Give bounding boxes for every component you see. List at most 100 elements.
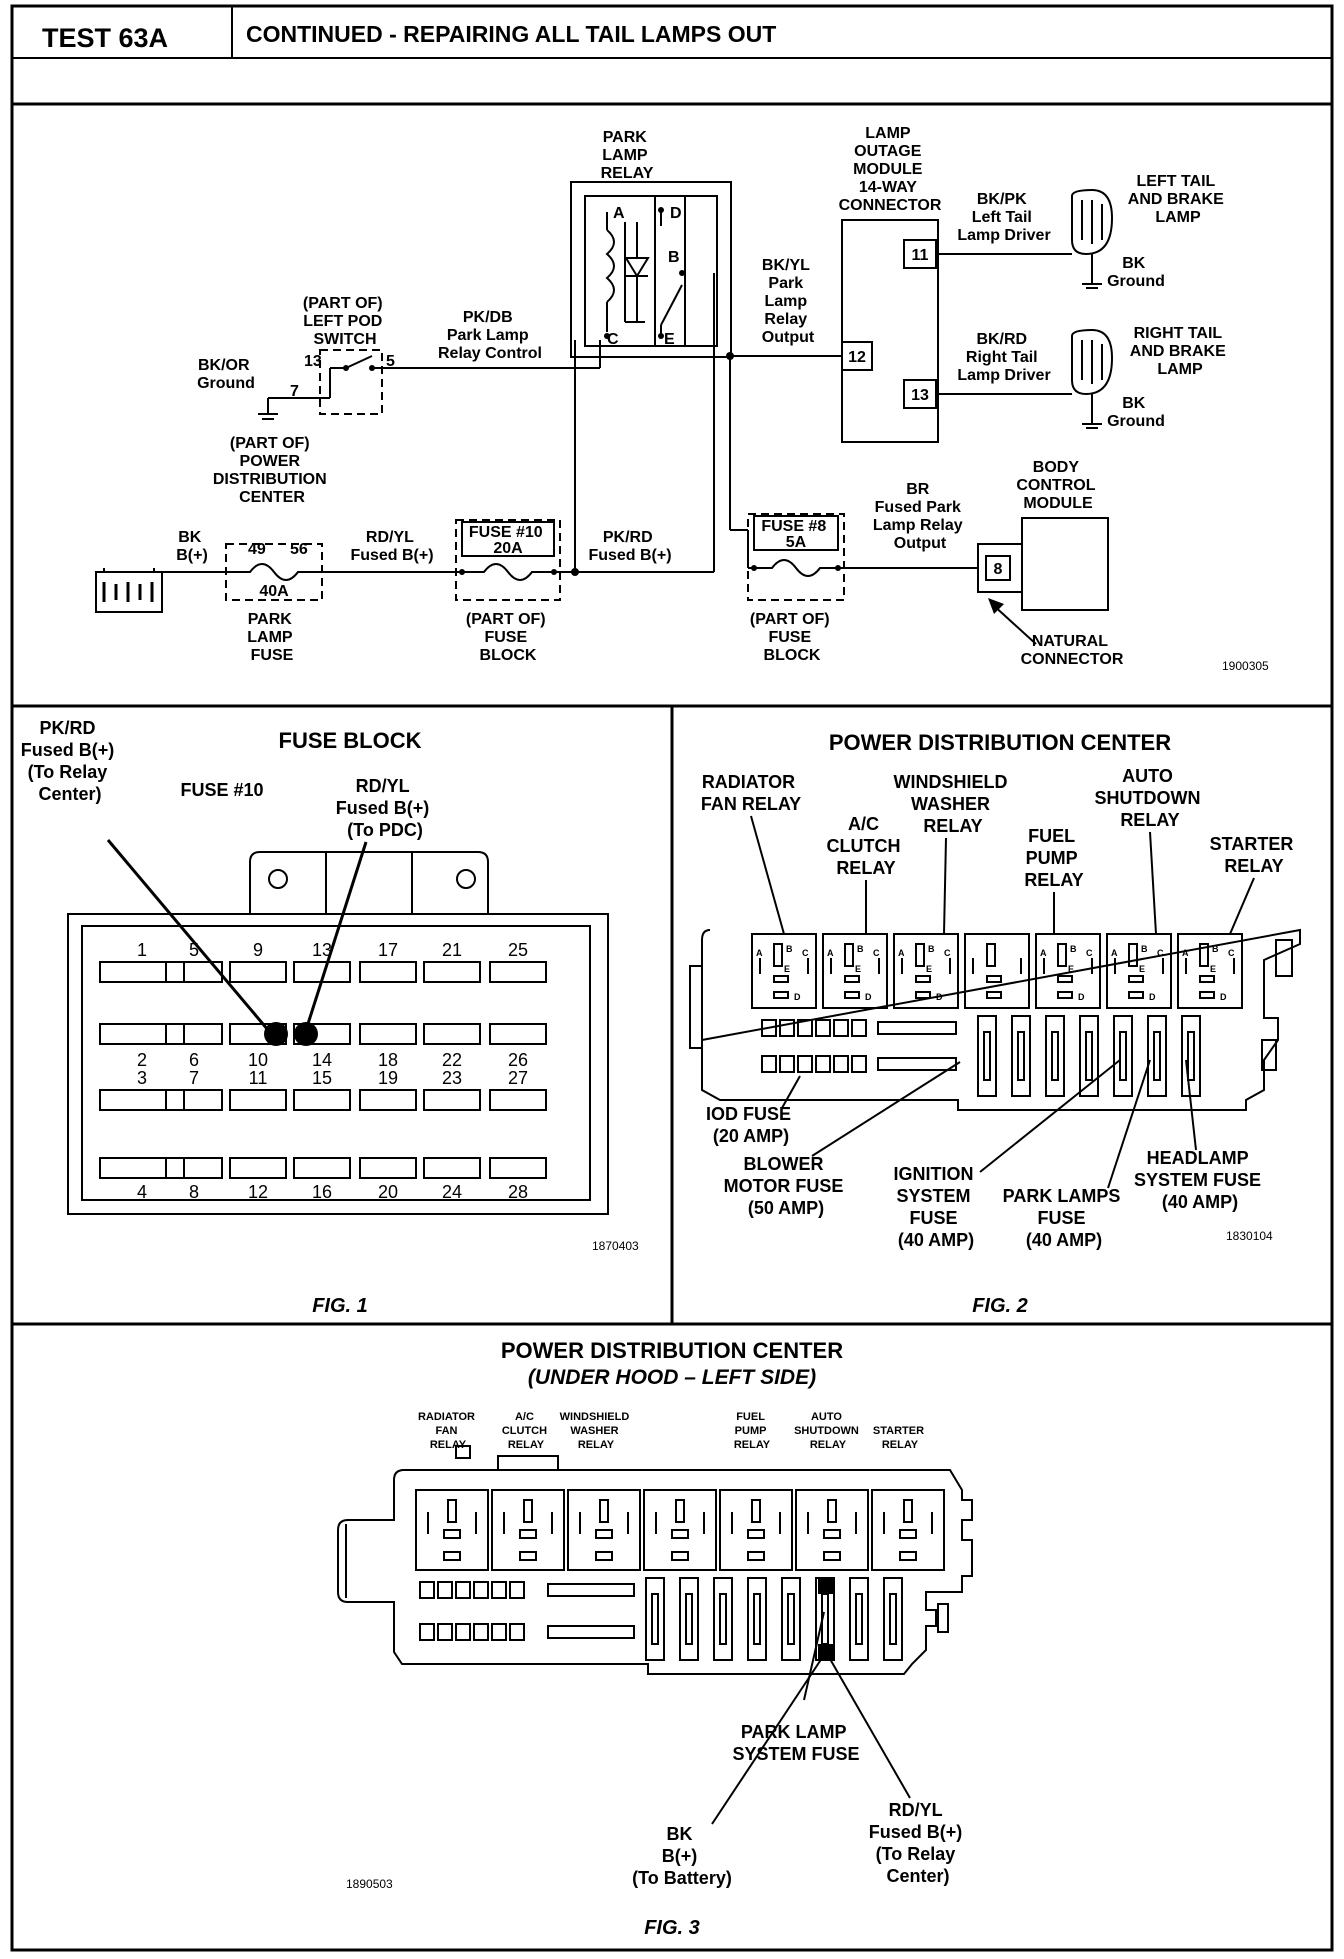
fig2-relay-pin-letter: A [756,948,763,958]
fig2-relay-pin-letter: B [1141,944,1148,954]
fig2-maxi-fuse-element [983,1031,991,1081]
relay-coil [605,229,615,303]
rd-yl-terminal-marker [294,1022,318,1046]
fig3-relay-terminal [675,1499,685,1523]
fig3-ac-label: A/C CLUTCH RELAY [502,1411,550,1451]
relay-inner-box [584,195,686,347]
left-ground-label: BK Ground [1107,255,1165,290]
fuse-cavity-number: 13 [312,940,332,960]
fig3-relay-slot [795,1489,869,1571]
fig2-relay-terminal [986,975,1002,983]
right-tail-lamp [1071,328,1114,429]
fig3-maxi-fuse-element [719,1593,727,1645]
fuse-cavity-number: 7 [189,1068,199,1088]
lamp-outage-module-label: LAMP OUTAGE MODULE 14-WAY CONNECTOR [839,125,942,214]
fuse-cavity-number: 2 [137,1050,147,1070]
fig3-washer-label: WINDSHIELD WASHER RELAY [560,1411,633,1451]
fig3-fuse-slots [419,1577,903,1661]
left-driver-label: BK/PK Left Tail Lamp Driver [957,191,1050,244]
fig3-code: 1890503 [346,1877,393,1891]
module-box [841,219,939,443]
fuse-cavity-number: 9 [253,940,263,960]
fig2-mini-fuse [797,1055,813,1073]
fig2-relay-pin-letter: A [1182,948,1189,958]
fig3-pdc-under-hood: POWER DISTRIBUTION CENTER (UNDER HOOD – … [337,1338,973,1939]
fig2-relay-terminal [1057,991,1073,999]
fig2-maxi-fuse [1079,1015,1099,1097]
fig3-cartridge-fuse [547,1625,635,1639]
fig3-maxi-fuse-element [753,1593,761,1645]
fuse-cavity [99,1089,185,1111]
fig3-relay-terminal [599,1499,609,1523]
fig2-fuse-slots [761,1015,1201,1097]
fig3-relay-terminal [519,1529,537,1539]
fig2-relay-pin-letter: C [944,948,951,958]
fuse-cavity [359,1157,417,1179]
fig3-mini-fuse [473,1581,489,1599]
fuse-cavity-number: 18 [378,1050,398,1070]
fig2-relay-terminal [915,975,931,983]
fig3-rd-yl-leader [825,1651,911,1799]
bcm-label: BODY CONTROL MODULE [1016,459,1099,512]
pdc-label: (PART OF) POWER DISTRIBUTION CENTER [213,435,331,506]
fuse-cavity [423,1089,481,1111]
fig3-relay-terminal [443,1551,461,1561]
fig2-relay-terminal [1128,975,1144,983]
module-pin-13 [903,379,937,409]
svg-text:40A: 40A [259,583,289,600]
fuse-cavity-number: 10 [248,1050,268,1070]
fig3-mini-fuse [419,1623,435,1641]
fuse-cavity [359,961,417,983]
natural-connector-label: NATURAL CONNECTOR [1021,633,1124,668]
fig2-relay-pin-letter: C [802,948,809,958]
fig3-relay-terminal [671,1529,689,1539]
fig2-mini-fuse [833,1055,849,1073]
svg-text:13: 13 [911,387,929,404]
fuse-cavity [165,1157,223,1179]
fig2-relay-pin-letter: D [936,992,943,1002]
fuse-cavity-number: 15 [312,1068,332,1088]
fig2-relay-pin-letter: E [1210,964,1216,974]
relay-outer-box [570,181,732,358]
fig1-rd-yl-label: RD/YL Fused B(+) (To PDC) [336,776,435,840]
fig3-caption: FIG. 3 [644,1917,700,1939]
fig2-maxi-fuse-element [1085,1031,1093,1081]
fig3-relay-terminal [443,1529,461,1539]
fuse8-label: FUSE #8 5A [761,518,830,551]
fig2-relay-pin-letter: C [1086,948,1093,958]
bcm-pin-8: 8 [994,561,1003,578]
fig3-maxi-fuse-element [651,1593,659,1645]
fig2-relay-pin-letter: E [855,964,861,974]
fig2-mini-fuse [797,1019,813,1037]
fig2-radiator-label: RADIATOR FAN RELAY [701,772,801,814]
fuse-cavity [293,1157,351,1179]
fig1-fuse-block: FUSE BLOCK FUSE #10 PK/RD Fused B(+) (To… [21,718,639,1317]
fig2-relay-pin-letter: D [1149,992,1156,1002]
relay-pin-a: A [613,205,625,222]
schematic: PARK LAMP RELAY A D B C [95,125,1269,673]
fig2-relay-pin-letter: C [1228,948,1235,958]
fig2-blower-label: BLOWER MOTOR FUSE (50 AMP) [724,1154,849,1218]
fuse10-box [455,519,561,601]
rd-yl-leader [304,841,368,1031]
schematic-code: 1900305 [1222,659,1269,673]
fig3-relay-terminal [519,1551,537,1561]
relay-pin-d: D [670,205,682,222]
fig2-maxi-fuse [1011,1015,1031,1097]
fuse-cavity-number: 26 [508,1050,528,1070]
left-lamp-label: LEFT TAIL AND BRAKE LAMP [1128,173,1228,226]
fig2-mini-fuse [833,1019,849,1037]
right-lamp-label: RIGHT TAIL AND BRAKE LAMP [1130,325,1230,378]
switch-ground-label: BK/OR Ground [197,357,255,392]
fig2-relay-pin-letter: A [898,948,905,958]
fig3-mini-fuse [455,1581,471,1599]
fig1-pk-rd-label: PK/RD Fused B(+) (To Relay Center) [21,718,120,804]
bcm-box [1021,517,1109,611]
right-ground-label: BK Ground [1107,395,1165,430]
fig2-relay-terminal [1199,943,1209,967]
relay-pin-b: B [668,249,680,266]
left-tail-lamp [1071,188,1114,289]
bcm-connector [977,543,1023,593]
fuse-block-right-label: (PART OF) FUSE BLOCK [750,611,834,664]
fig2-fuel-label: FUEL PUMP RELAY [1024,826,1083,890]
